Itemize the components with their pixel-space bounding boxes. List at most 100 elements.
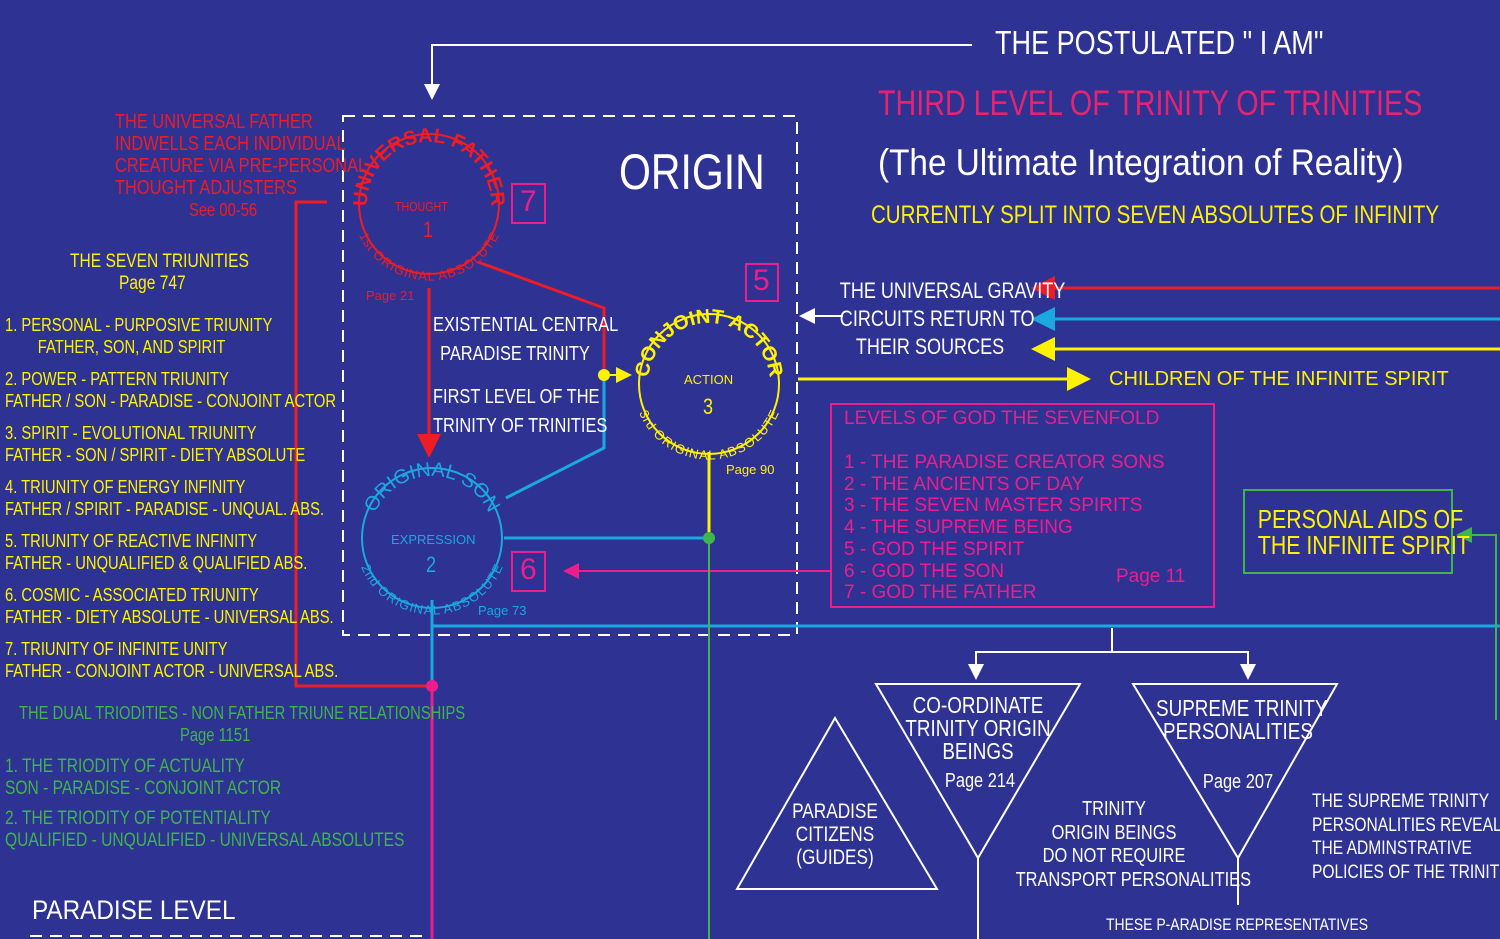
supreme-line: PERSONALITIES: [1163, 718, 1313, 744]
son-circle: [361, 467, 503, 609]
central-trinity: EXISTENTIAL CENTRAL PARADISE TRINITY FIR…: [433, 311, 619, 441]
reveal-note: THE SUPREME TRINITY PERSONALITIES REVEAL…: [1312, 790, 1500, 884]
actor-box-number: 5: [753, 264, 770, 297]
coordinate-page: Page 214: [944, 770, 1016, 792]
son-page: Page 73: [478, 603, 527, 618]
transport-line: ORIGIN BEINGS: [1051, 821, 1177, 844]
father-note: THE UNIVERSAL FATHER INDWELLS EACH INDIV…: [115, 111, 367, 199]
sevenfold-item: 1 - THE PARADISE CREATOR SONS: [844, 452, 1165, 473]
triodity-item-members: QUALIFIED - UNQUALIFIED - UNIVERSAL ABSO…: [5, 830, 405, 851]
personal-aids-label: PERSONAL AIDS OF THE INFINITE SPIRIT: [1257, 504, 1470, 560]
personal-aids-line: THE INFINITE SPIRIT: [1257, 530, 1470, 560]
coordinate-triangle: [874, 683, 1082, 860]
triunity-item: 3. SPIRIT - EVOLUTIONAL TRIUNITY: [5, 423, 257, 443]
paradise-level-label: PARADISE LEVEL: [32, 895, 236, 925]
gravity-line: THE UNIVERSAL GRAVITY: [839, 278, 1066, 303]
father-note-line: CREATURE VIA PRE-PERSONAL: [115, 155, 368, 177]
triodities-title: THE DUAL TRIODITIES - NON FATHER TRIUNE …: [19, 703, 466, 723]
split-subtitle: CURRENTLY SPLIT INTO SEVEN ABSOLUTES OF …: [871, 201, 1440, 229]
sevenfold-list: 1 - THE PARADISE CREATOR SONS 2 - THE AN…: [844, 452, 1165, 604]
reveal-line: THE SUPREME TRINITY: [1312, 791, 1490, 812]
citizens-line: (GUIDES): [796, 846, 874, 869]
triunity-item: 1. PERSONAL - PURPOSIVE TRIUNITY: [5, 315, 273, 335]
citizens-label: PARADISE CITIZENS (GUIDES): [774, 800, 897, 869]
son-word: EXPRESSION: [391, 532, 476, 547]
transport-note: TRINITY ORIGIN BEINGS DO NOT REQUIRE TRA…: [1015, 798, 1252, 892]
triunities-page: Page 747: [119, 273, 186, 294]
citizens-line: PARADISE: [792, 800, 878, 823]
gravity-note: THE UNIVERSAL GRAVITY CIRCUITS RETURN TO…: [839, 277, 1066, 361]
supreme-line: SUPREME TRINITY: [1156, 695, 1328, 721]
triodities-page: Page 1151: [180, 725, 251, 745]
supreme-triangle: [1131, 683, 1339, 860]
actor-page: Page 90: [726, 462, 775, 477]
citizens-line: CITIZENS: [795, 823, 875, 846]
central-trinity-line: TRINITY OF TRINITIES: [433, 415, 608, 437]
triunity-item-members: FATHER - DIETY ABSOLUTE - UNIVERSAL ABS.: [5, 607, 334, 627]
actor-number: 3: [703, 394, 714, 419]
third-level-title: THIRD LEVEL OF TRINITY OF TRINITIES: [878, 84, 1423, 123]
central-trinity-line: FIRST LEVEL OF THE: [433, 386, 600, 408]
gravity-line: THEIR SOURCES: [855, 334, 1005, 359]
son-box-number: 6: [520, 553, 537, 586]
sevenfold-page: Page 11: [1116, 566, 1186, 587]
sevenfold-item: 5 - GOD THE SPIRIT: [844, 538, 1025, 560]
triodity-item: 1. THE TRIODITY OF ACTUALITY: [5, 756, 245, 777]
actor-word: ACTION: [684, 372, 734, 387]
sevenfold-item: 3 - THE SEVEN MASTER SPIRITS: [844, 495, 1143, 517]
supreme-label: SUPREME TRINITY PERSONALITIES: [1156, 695, 1328, 744]
coordinate-line: BEINGS: [942, 738, 1014, 764]
triunity-item-members: FATHER - SON / SPIRIT - DIETY ABSOLUTE: [5, 445, 306, 465]
sevenfold-item: 4 - THE SUPREME BEING: [844, 517, 1073, 539]
transport-line: TRINITY: [1082, 798, 1146, 820]
triunity-item: 6. COSMIC - ASSOCIATED TRIUNITY: [5, 585, 259, 605]
son-arc-top: ORIGINAL SON: [360, 459, 504, 516]
coordinate-label: CO-ORDINATE TRINITY ORIGIN BEINGS: [896, 694, 1060, 763]
reveal-line: THE ADMINSTRATIVE: [1312, 838, 1472, 859]
reveal-line: PERSONALITIES REVEAL: [1312, 814, 1500, 836]
sevenfold-item: 7 - GOD THE FATHER: [844, 582, 1037, 604]
central-trinity-line: EXISTENTIAL CENTRAL: [433, 314, 619, 336]
actor-arc-top: CONJOINT ACTOR: [631, 306, 787, 380]
father-number: 1: [423, 217, 434, 242]
triunity-item-members: FATHER - UNQUALIFIED & QUALIFIED ABS.: [5, 553, 308, 573]
transport-line: DO NOT REQUIRE: [1042, 845, 1186, 867]
triunity-item-members: FATHER, SON, AND SPIRIT: [37, 337, 226, 357]
coordinate-line: TRINITY ORIGIN: [905, 715, 1051, 741]
sevenfold-box: [830, 403, 1215, 608]
triunity-item: 2. POWER - PATTERN TRIUNITY: [5, 369, 229, 389]
personal-aids-line: PERSONAL AIDS OF: [1257, 504, 1464, 534]
transport-line: TRANSPORT PERSONALITIES: [1015, 868, 1252, 891]
representatives-label: THESE P-ARADISE REPRESENTATIVES: [1106, 915, 1369, 934]
origin-box: [342, 115, 798, 636]
triunity-item-members: FATHER / SON - PARADISE - CONJOINT ACTOR: [5, 391, 337, 411]
triunities-title: THE SEVEN TRIUNITIES: [70, 251, 249, 272]
father-note-see: See 00-56: [189, 200, 258, 220]
triunity-item: 5. TRIUNITY OF REACTIVE INFINITY: [5, 531, 258, 551]
father-note-line: THOUGHT ADJUSTERS: [115, 177, 297, 199]
central-trinity-line: PARADISE TRINITY: [440, 343, 590, 365]
origin-label: ORIGIN: [619, 144, 765, 200]
father-circle: [358, 133, 500, 275]
sevenfold-title: LEVELS OF GOD THE SEVENFOLD: [844, 408, 1160, 429]
children-label: CHILDREN OF THE INFINITE SPIRIT: [1109, 368, 1449, 390]
personal-aids-box: [1243, 489, 1453, 574]
coordinate-line: CO-ORDINATE: [912, 692, 1044, 718]
reveal-line: POLICIES OF THE TRINITY: [1312, 861, 1500, 883]
triunity-item-members: FATHER / SPIRIT - PARADISE - UNQUAL. ABS…: [5, 499, 325, 519]
triunity-item-members: FATHER - CONJOINT ACTOR - UNIVERSAL ABS.: [5, 661, 339, 681]
gravity-line: CIRCUITS RETURN TO: [839, 306, 1035, 331]
triodity-item-members: SON - PARADISE - CONJOINT ACTOR: [5, 778, 282, 799]
citizens-triangle: [735, 716, 939, 890]
father-page: Page 21: [366, 288, 415, 303]
triodity-item: 2. THE TRIODITY OF POTENTIALITY: [5, 808, 271, 829]
triunity-item: 7. TRIUNITY OF INFINITE UNITY: [5, 639, 228, 659]
triunity-item: 4. TRIUNITY OF ENERGY INFINITY: [5, 477, 246, 497]
father-arc-top: UNIVERSAL FATHER: [350, 125, 509, 208]
father-box-number: 7: [520, 185, 537, 218]
postulated-title: THE POSTULATED " I AM": [995, 24, 1324, 61]
sevenfold-item: 6 - GOD THE SON: [844, 560, 1005, 582]
father-note-line: INDWELLS EACH INDIVIDUAL: [115, 133, 346, 155]
